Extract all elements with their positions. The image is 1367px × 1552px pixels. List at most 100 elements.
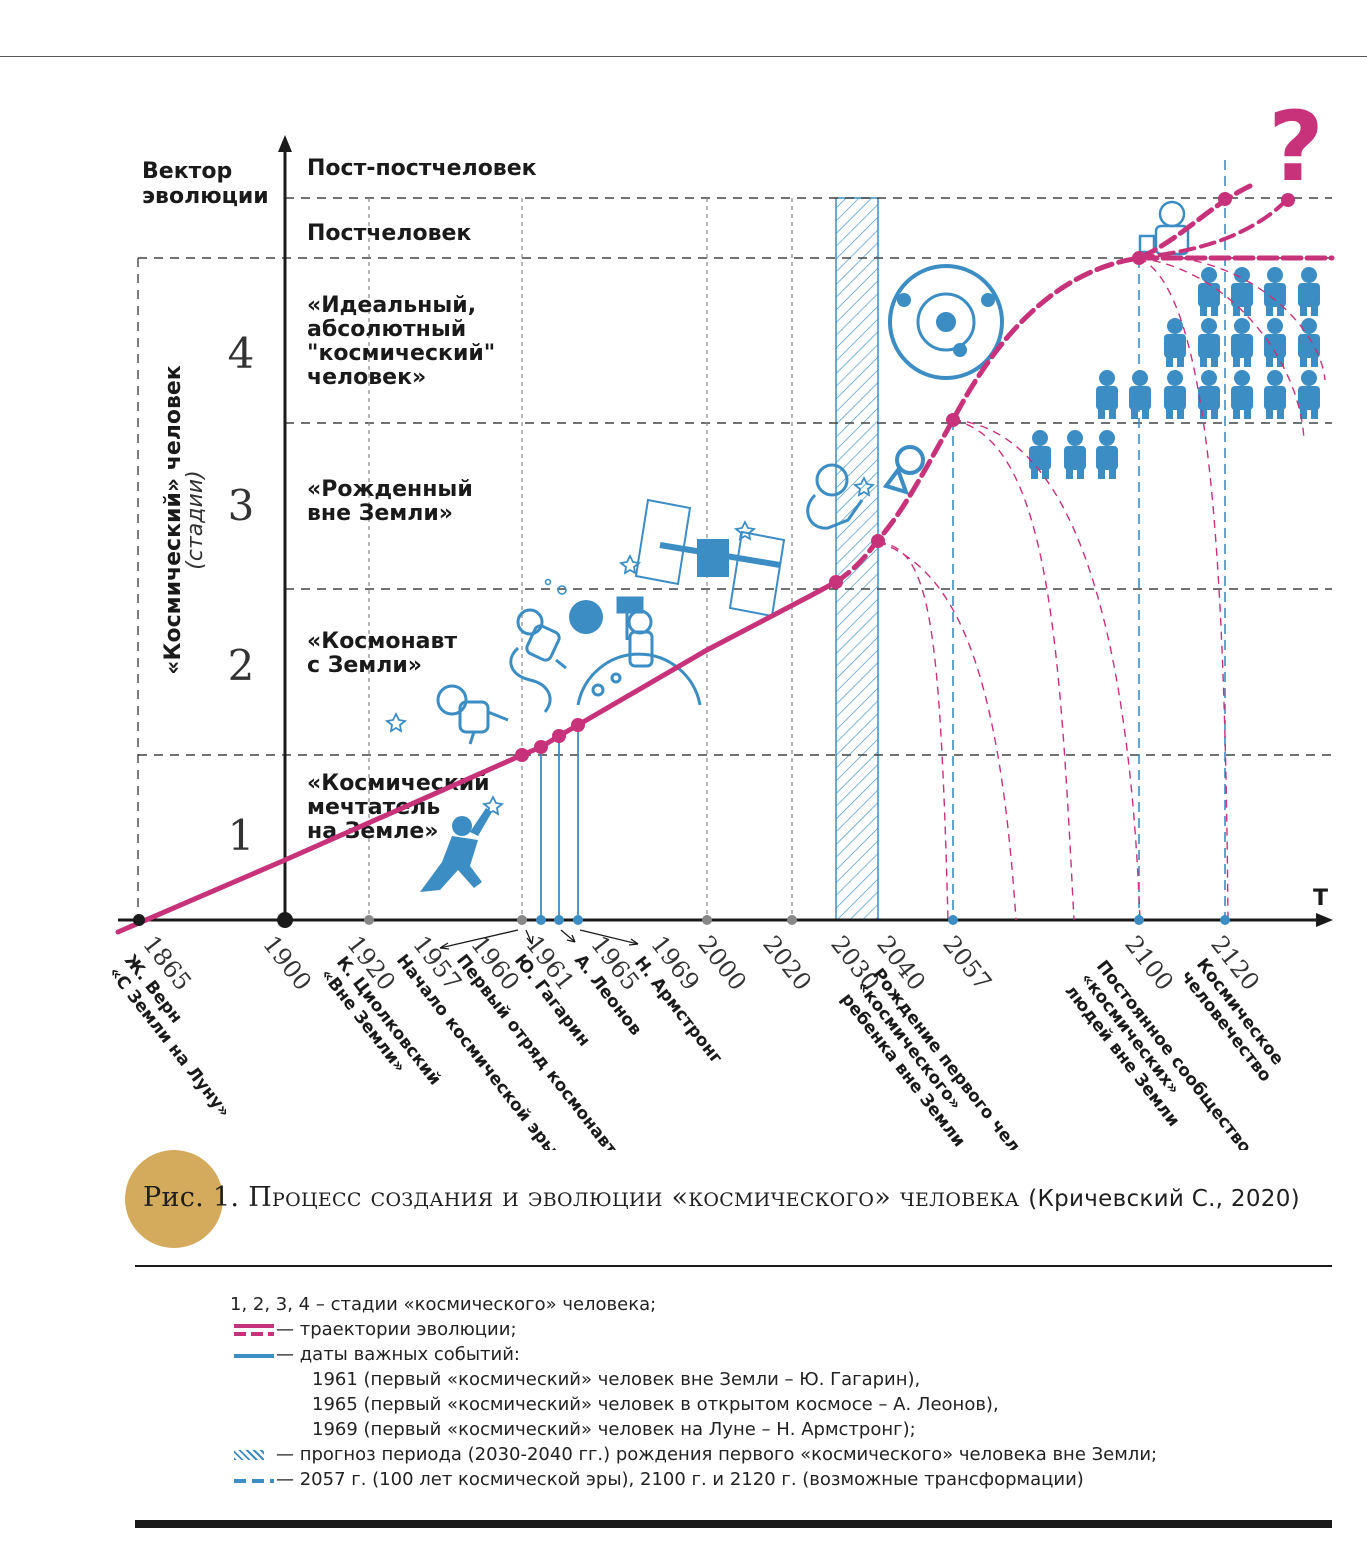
x-axis-tick xyxy=(1220,915,1230,925)
legend: 1, 2, 3, 4 – стадии «космического» челов… xyxy=(230,1292,1330,1492)
cosmonaut-figure xyxy=(1298,318,1320,367)
y-axis-title-line: Вектор xyxy=(142,159,232,184)
cosmonaut-figure xyxy=(1029,430,1051,479)
cosmonaut-figure xyxy=(1264,267,1286,316)
orbital-habitat-icon xyxy=(888,264,1004,380)
stage-label-line: «Рожденный xyxy=(307,477,473,502)
cosmonaut-figure xyxy=(1231,318,1253,367)
legend-stages-text: 1, 2, 3, 4 – стадии «космического» челов… xyxy=(230,1294,657,1315)
legend-transform: — 2057 г. (100 лет космической эры), 210… xyxy=(230,1467,1330,1492)
moon-icon xyxy=(544,578,603,634)
dash-swatch xyxy=(230,1467,276,1492)
astronaut-icon xyxy=(384,684,509,745)
stage-label-line: абсолютный xyxy=(307,317,466,342)
cosmonaut-figure xyxy=(1164,370,1186,419)
event-arrows xyxy=(439,929,639,950)
legend-event-1969: 1969 (первый «космический» человек на Лу… xyxy=(230,1417,1330,1442)
forecast-band xyxy=(835,197,879,921)
side-title: «Космический» человек xyxy=(161,365,186,675)
x-axis-tick xyxy=(277,912,293,928)
year-label: 2020 xyxy=(757,930,817,995)
caption-source: (Кричевский С., 2020) xyxy=(1028,1186,1300,1212)
cosmonaut-figure xyxy=(1096,370,1118,419)
x-axis-tick xyxy=(573,915,583,925)
stage-number: 1 xyxy=(228,811,255,860)
caption-badge xyxy=(125,1150,223,1248)
space-station-icon xyxy=(618,498,786,618)
trajectory-swatch xyxy=(230,1317,276,1342)
floating-astronaut-icon xyxy=(806,463,876,530)
stage-label-line: Постчеловек xyxy=(307,221,471,246)
trajectory-point xyxy=(552,729,566,743)
trajectory-point xyxy=(1132,251,1146,265)
x-axis-tick xyxy=(702,915,712,925)
event-lines xyxy=(540,725,579,920)
x-axis-tick xyxy=(364,915,374,925)
trajectory-point xyxy=(829,575,843,589)
event-swatch xyxy=(230,1342,276,1367)
axes xyxy=(118,145,1322,922)
stage-number: 3 xyxy=(228,481,255,530)
cosmonaut-figure xyxy=(1231,370,1253,419)
trajectory-point xyxy=(515,748,529,762)
trajectory-point xyxy=(1218,192,1232,206)
cosmonaut-figure xyxy=(1298,267,1320,316)
caption-rule xyxy=(135,1265,1332,1267)
legend-stages: 1, 2, 3, 4 – стадии «космического» челов… xyxy=(230,1292,1330,1317)
x-axis-tick xyxy=(133,914,145,926)
cosmonaut-figure xyxy=(1164,318,1186,367)
x-axis-tick xyxy=(948,915,958,925)
top-rule xyxy=(0,56,1367,57)
legend-transform-text: — 2057 г. (100 лет космической эры), 210… xyxy=(276,1469,1084,1490)
question-mark-icon: ? xyxy=(1268,91,1324,203)
caption-text: Процесс создания и эволюции «космическог… xyxy=(248,1182,1020,1213)
legend-forecast-text: — прогноз периода (2030-2040 гг.) рожден… xyxy=(276,1444,1158,1465)
legend-events-text: — даты важных событий: xyxy=(276,1344,520,1365)
caption-prefix: Рис. 1. xyxy=(143,1182,240,1213)
cosmonaut-figure xyxy=(1298,370,1320,419)
cosmonaut-figure xyxy=(1198,318,1220,367)
trajectory-point xyxy=(1281,193,1295,207)
stage-label-line: «Идеальный, xyxy=(307,293,476,318)
legend-trajectory-text: — траектории эволюции; xyxy=(276,1319,517,1340)
caption-title: Рис. 1. Процесс создания и эволюции «кос… xyxy=(143,1182,1300,1213)
year-label: 1900 xyxy=(257,930,317,995)
x-axis-tick xyxy=(517,915,527,925)
dreamer-figure-icon xyxy=(420,794,505,892)
legend-event-1965-text: 1965 (первый «космический» человек в отк… xyxy=(312,1394,999,1415)
bottom-rule xyxy=(135,1520,1332,1528)
hatch-swatch xyxy=(230,1442,276,1467)
cosmonaut-figure xyxy=(1264,318,1286,367)
moon-landing-icon xyxy=(576,596,702,706)
baby-pacifier-icon xyxy=(882,445,925,496)
cosmonaut-figure xyxy=(1231,267,1253,316)
y-axis-arrow xyxy=(278,135,292,152)
cosmonaut-figure xyxy=(1198,267,1220,316)
cosmonaut-figure xyxy=(1096,430,1118,479)
trajectory-point xyxy=(534,740,548,754)
x-axis-tick xyxy=(536,915,546,925)
stage-label-line: человек» xyxy=(307,365,426,390)
figure-caption: Рис. 1. Процесс создания и эволюции «кос… xyxy=(125,1150,1345,1250)
x-axis-label: T xyxy=(1313,886,1328,911)
cosmonaut-lead-icon xyxy=(1138,200,1190,256)
year-label: 2057 xyxy=(937,930,997,995)
legend-event-1965: 1965 (первый «космический» человек в отк… xyxy=(230,1392,1330,1417)
trajectory-points xyxy=(515,192,1295,762)
branch-trajectories xyxy=(877,257,1326,921)
legend-trajectory: — траектории эволюции; xyxy=(230,1317,1330,1342)
cosmonaut-crowd-icon xyxy=(1029,267,1320,479)
cosmonaut-figure xyxy=(1129,370,1151,419)
stage-label-line: Пост-постчеловек xyxy=(307,156,537,181)
cosmonaut-figure xyxy=(1198,370,1220,419)
stage-number: 2 xyxy=(228,641,255,690)
y-axis-title-line: эволюции xyxy=(142,184,269,209)
legend-event-1961: 1961 (первый «космический» человек вне З… xyxy=(230,1367,1330,1392)
spacewalk-astronaut-icon xyxy=(509,608,567,713)
stage-label-line: вне Земли» xyxy=(307,501,453,526)
legend-event-1961-text: 1961 (первый «космический» человек вне З… xyxy=(312,1369,921,1390)
